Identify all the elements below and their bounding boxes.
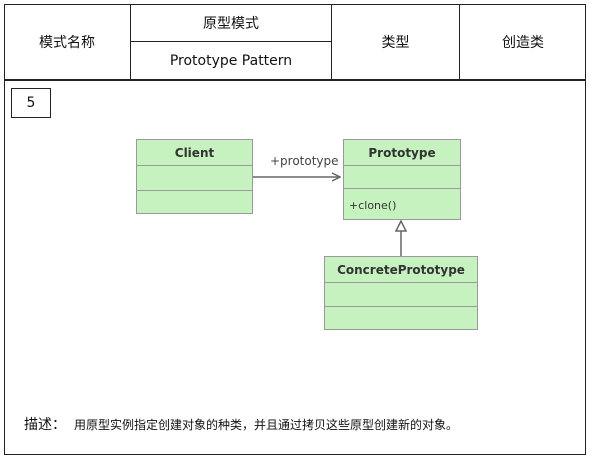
- class-prototype-method-clone: +clone(): [349, 198, 397, 212]
- class-client[interactable]: Client: [136, 139, 253, 214]
- class-concrete-prototype-methods: [325, 306, 477, 331]
- inheritance-arrowhead: [394, 219, 408, 232]
- pattern-name-label: 模式名称: [39, 34, 95, 51]
- header-bottom-line: [4, 79, 586, 81]
- class-client-name: Client: [174, 145, 215, 160]
- description-label: 描述：: [24, 417, 66, 433]
- pattern-name-en: Prototype Pattern: [169, 52, 293, 69]
- class-prototype-methods: [344, 188, 460, 221]
- class-concrete-prototype-attributes: [325, 282, 477, 306]
- type-value: 创造类: [502, 34, 544, 51]
- diagram-number: 5: [11, 88, 51, 118]
- pattern-name-cn: 原型模式: [203, 15, 259, 32]
- description-text: 用原型实例指定创建对象的种类，并且通过拷贝这些原型创建新的对象。: [74, 418, 459, 432]
- header-divider-3: [459, 4, 461, 79]
- association-label: +prototype: [270, 154, 339, 168]
- type-label: 类型: [381, 34, 410, 51]
- pattern-card: [4, 4, 586, 455]
- header-divider-2: [331, 4, 333, 79]
- class-client-attributes: [137, 165, 252, 190]
- class-prototype-attributes: [344, 165, 460, 188]
- header-middle-line: [130, 41, 331, 43]
- class-concrete-prototype-name: ConcretePrototype: [337, 262, 465, 277]
- class-prototype-name: Prototype: [368, 145, 436, 160]
- class-client-methods: [137, 190, 252, 215]
- description: 描述： 用原型实例指定创建对象的种类，并且通过拷贝这些原型创建新的对象。: [24, 414, 458, 434]
- class-prototype[interactable]: Prototype +clone(): [343, 139, 461, 220]
- class-concrete-prototype[interactable]: ConcretePrototype: [324, 256, 478, 330]
